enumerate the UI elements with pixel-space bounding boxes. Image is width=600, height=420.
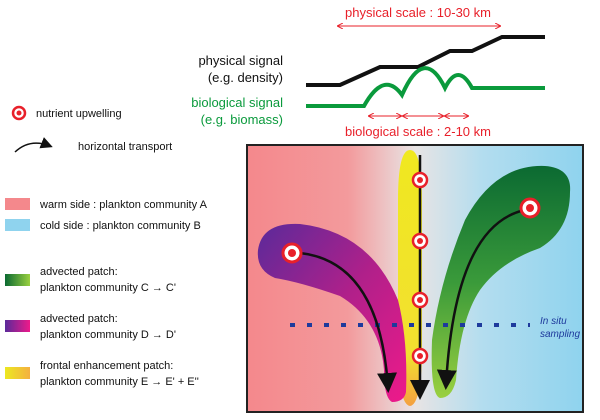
upwelling-icon	[411, 232, 429, 250]
sampling-label-1: In situ	[540, 316, 567, 327]
legend-transport: horizontal transport	[78, 141, 172, 153]
biological-signal-label: biological signal	[191, 95, 283, 110]
physical-signal-label: physical signal	[198, 53, 283, 68]
patch-c	[431, 165, 571, 398]
legend-patch-d-title: advected patch:	[40, 313, 118, 325]
legend-patch-c-title: advected patch:	[40, 266, 118, 278]
transport-arrow-icon	[14, 137, 53, 153]
upwelling-markers	[281, 171, 541, 365]
legend-cold: cold side : plankton community B	[40, 220, 201, 232]
warm-swatch	[5, 198, 30, 210]
front-panel: In situ sampling	[246, 144, 584, 413]
upwelling-icon	[411, 291, 429, 309]
upwelling-icon	[519, 197, 541, 219]
legend-patch-e-title: frontal enhancement patch:	[40, 360, 173, 372]
biological-scale-label: biological scale : 2-10 km	[345, 124, 491, 139]
patch-d-swatch	[5, 320, 30, 332]
physical-signal-line	[306, 35, 545, 87]
legend-warm: warm side : plankton community A	[39, 199, 208, 211]
transport-arrow-d	[299, 251, 398, 393]
physical-signal-example: (e.g. density)	[208, 70, 283, 85]
legend: nutrient upwelling horizontal transport …	[5, 105, 208, 388]
legend-patch-e-desc: plankton community E → E' + E''	[40, 376, 199, 388]
biological-signal-line	[306, 66, 545, 108]
biological-signal-example: (e.g. biomass)	[201, 112, 283, 127]
legend-upwelling: nutrient upwelling	[36, 108, 122, 120]
patch-e-swatch	[5, 367, 30, 379]
upwelling-icon	[281, 242, 303, 264]
upwelling-icon	[411, 347, 429, 365]
upwelling-icon	[411, 171, 429, 189]
legend-patch-d-desc: plankton community D → D'	[40, 329, 176, 341]
physical-scale-label: physical scale : 10-30 km	[345, 5, 491, 20]
sampling-label-2: sampling	[540, 329, 580, 340]
cold-swatch	[5, 219, 30, 231]
legend-patch-c-desc: plankton community C → C'	[40, 282, 176, 294]
transport-arrow-c	[436, 208, 526, 390]
patch-d	[257, 223, 407, 402]
patch-c-swatch	[5, 274, 30, 286]
